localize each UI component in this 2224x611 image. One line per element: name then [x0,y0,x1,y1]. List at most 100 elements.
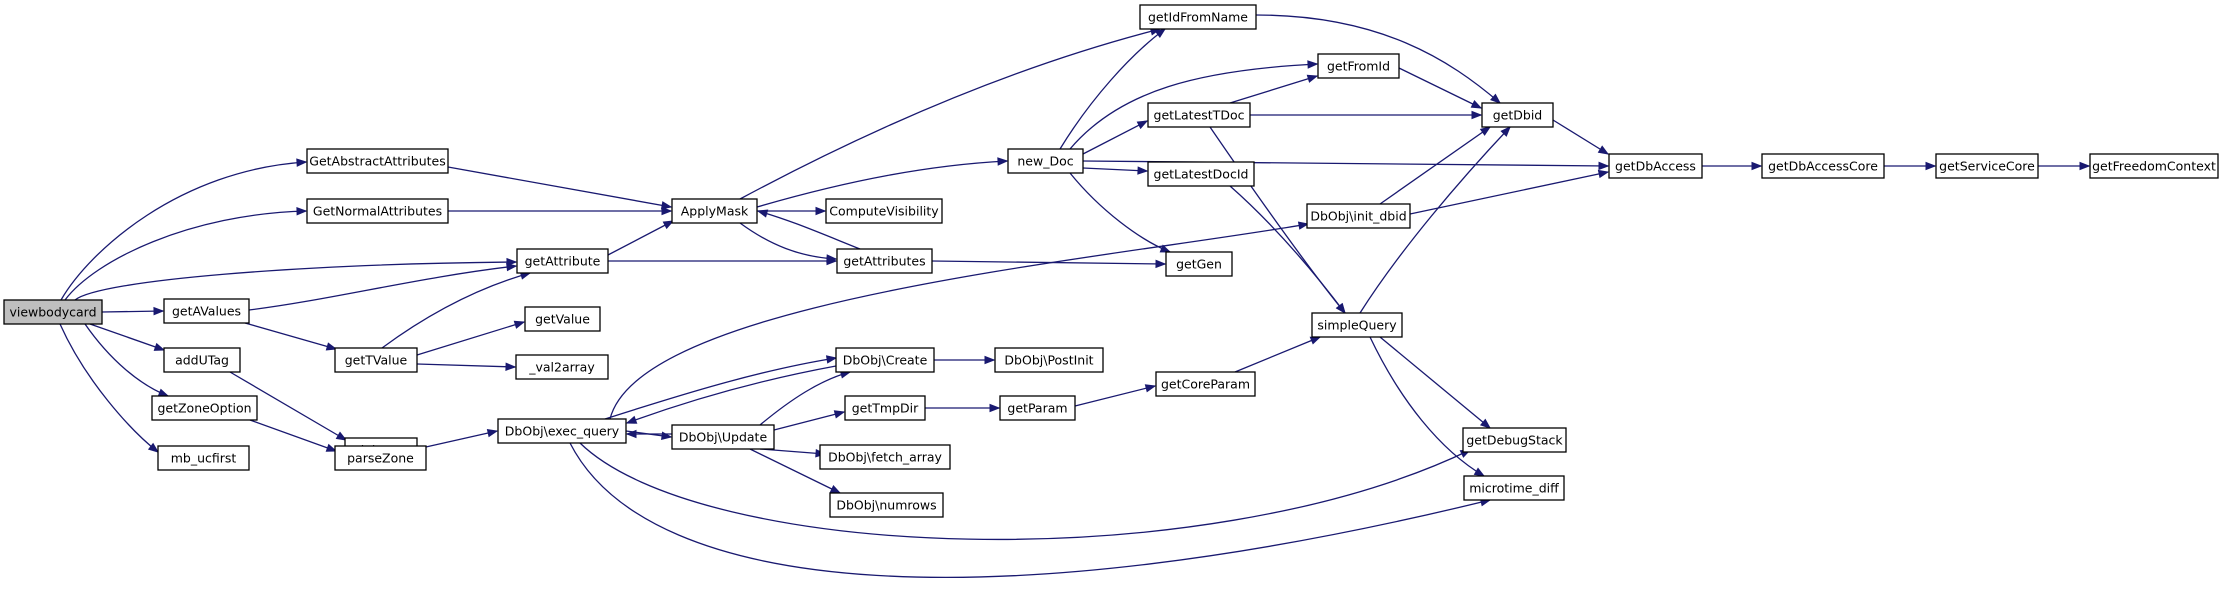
node-get-id-from-name[interactable]: getIdFromName [1139,4,1257,30]
node-label: GetAbstractAttributes [309,154,445,169]
node-val2array[interactable]: _val2array [515,354,609,380]
edge-viewbodycard-to-get-zone-option [84,323,170,397]
node-get-db-access[interactable]: getDbAccess [1608,153,1703,179]
node-get-tvalue[interactable]: getTValue [334,347,418,373]
node-box [2089,153,2219,179]
edge-get-id-from-name-to-get-dbid [1255,14,1502,104]
arrowhead-icon [833,410,846,419]
arrowhead-icon [1471,110,1483,120]
edge-db-update-to-fetch-array [759,448,827,458]
node-box [163,347,241,373]
node-get-value[interactable]: getValue [524,306,601,332]
node-get-zone-option[interactable]: getZoneOption [151,395,258,421]
node-box [497,418,627,444]
edge-viewbodycard-to-get-avalues [101,306,165,316]
node-box [836,248,933,274]
arrowhead-icon [1136,120,1149,130]
arrowhead-icon [984,355,996,365]
node-simple-query[interactable]: simpleQuery [1311,312,1403,338]
node-box [306,198,449,224]
arrowhead-icon [1597,169,1610,179]
node-get-attribute[interactable]: getAttribute [516,248,609,274]
node-label: new_Doc [1017,154,1073,169]
node-box [994,347,1104,373]
node-label: getTmpDir [852,401,919,416]
node-db-create[interactable]: DbObj\Create [835,347,935,373]
edge-get-normal-attributes-to-apply-mask [448,206,673,216]
edge-viewbodycard-to-mb-ucfirst [59,323,160,453]
node-box [1608,153,1703,179]
node-get-normal-attributes[interactable]: GetNormalAttributes [306,198,449,224]
node-get-core-param[interactable]: getCoreParam [1155,371,1256,397]
edge-simple-query-to-get-dbid [1359,125,1511,314]
node-get-latest-doc-id[interactable]: getLatestDocId [1147,161,1255,187]
node-get-gen[interactable]: getGen [1165,251,1233,277]
edge-get-latest-tdoc-to-get-from-id [1229,74,1319,104]
node-numrows[interactable]: DbObj\numrows [829,492,944,518]
node-add-utag[interactable]: addUTag [163,347,241,373]
arrowhead-icon [1307,60,1319,69]
node-db-update[interactable]: DbObj\Update [671,424,775,450]
arrowhead-icon [325,342,338,351]
node-box [1165,251,1233,277]
node-box [999,395,1076,421]
edge-get-core-param-to-simple-query [1234,336,1322,373]
arrowhead-icon [1155,259,1167,269]
node-label: _val2array [528,360,595,375]
node-label: getGen [1176,257,1222,272]
arrowhead-icon [335,431,348,441]
arrowhead-icon [1490,93,1502,104]
edge-get-attribute-to-apply-mask [607,220,675,256]
node-get-tmp-dir[interactable]: getTmpDir [844,395,926,421]
call-edges [59,14,2091,579]
node-post-init[interactable]: DbObj\PostInit [994,347,1104,373]
edge-get-tvalue-to-get-value [416,320,526,356]
node-get-from-id[interactable]: getFromId [1317,53,1400,79]
arrowhead-icon [661,206,673,216]
node-label: DbObj\init_dbid [1310,209,1406,224]
node-fetch-array[interactable]: DbObj\fetch_array [819,444,951,470]
node-label: getZoneOption [157,401,251,416]
node-get-latest-tdoc[interactable]: getLatestTDoc [1147,102,1251,128]
edge-init-dbid-to-get-dbid [1379,126,1492,205]
node-box [1761,153,1885,179]
node-viewbodycard[interactable]: viewbodycard [3,299,103,325]
node-get-db-access-core[interactable]: getDbAccessCore [1761,153,1885,179]
node-label: GetNormalAttributes [313,204,442,219]
node-box [524,306,601,332]
node-box [151,395,258,421]
node-compute-visibility[interactable]: ComputeVisibility [825,198,943,224]
edge-db-update-to-exec-query [625,429,672,439]
node-init-dbid[interactable]: DbObj\init_dbid [1306,203,1411,229]
node-microtime-diff[interactable]: microtime_diff [1463,475,1565,501]
node-exec-query[interactable]: DbObj\exec_query [497,418,627,444]
node-get-param[interactable]: getParam [999,395,1076,421]
edge-new-doc-to-get-latest-tdoc [1082,120,1149,155]
arrowhead-icon [625,429,637,439]
edge-add-utag-to-del-utag [229,371,348,441]
node-get-debug-stack[interactable]: getDebugStack [1462,427,1567,453]
arrowhead-icon [660,201,673,210]
edge-exec-query-to-microtime-diff [569,442,1492,579]
node-box [334,347,418,373]
node-parse-zone[interactable]: parseZone [334,445,427,471]
node-get-abstract-attributes[interactable]: GetAbstractAttributes [306,148,449,174]
node-apply-mask[interactable]: ApplyMask [671,198,758,224]
node-new-doc[interactable]: new_Doc [1007,148,1084,174]
edge-db-update-to-get-tmp-dir [773,410,846,431]
node-get-attributes[interactable]: getAttributes [836,248,933,274]
node-mb-ucfirst[interactable]: mb_ucfirst [157,445,250,471]
node-get-service-core[interactable]: getServiceCore [1935,153,2039,179]
node-label: getLatestDocId [1154,167,1249,182]
node-box [844,395,926,421]
arrowhead-icon [826,254,838,263]
edge-get-zone-option-to-parse-zone [249,419,338,452]
node-get-freedom-context[interactable]: getFreedomContext [2089,153,2219,179]
edge-get-service-core-to-get-freedom-context [2038,161,2091,171]
edge-get-attributes-to-apply-mask [756,209,861,250]
node-label: getFromId [1327,59,1390,74]
node-get-dbid[interactable]: getDbid [1481,102,1554,128]
edge-get-latest-doc-id-to-simple-query [1229,185,1346,315]
node-get-avalues[interactable]: getAValues [163,298,250,324]
